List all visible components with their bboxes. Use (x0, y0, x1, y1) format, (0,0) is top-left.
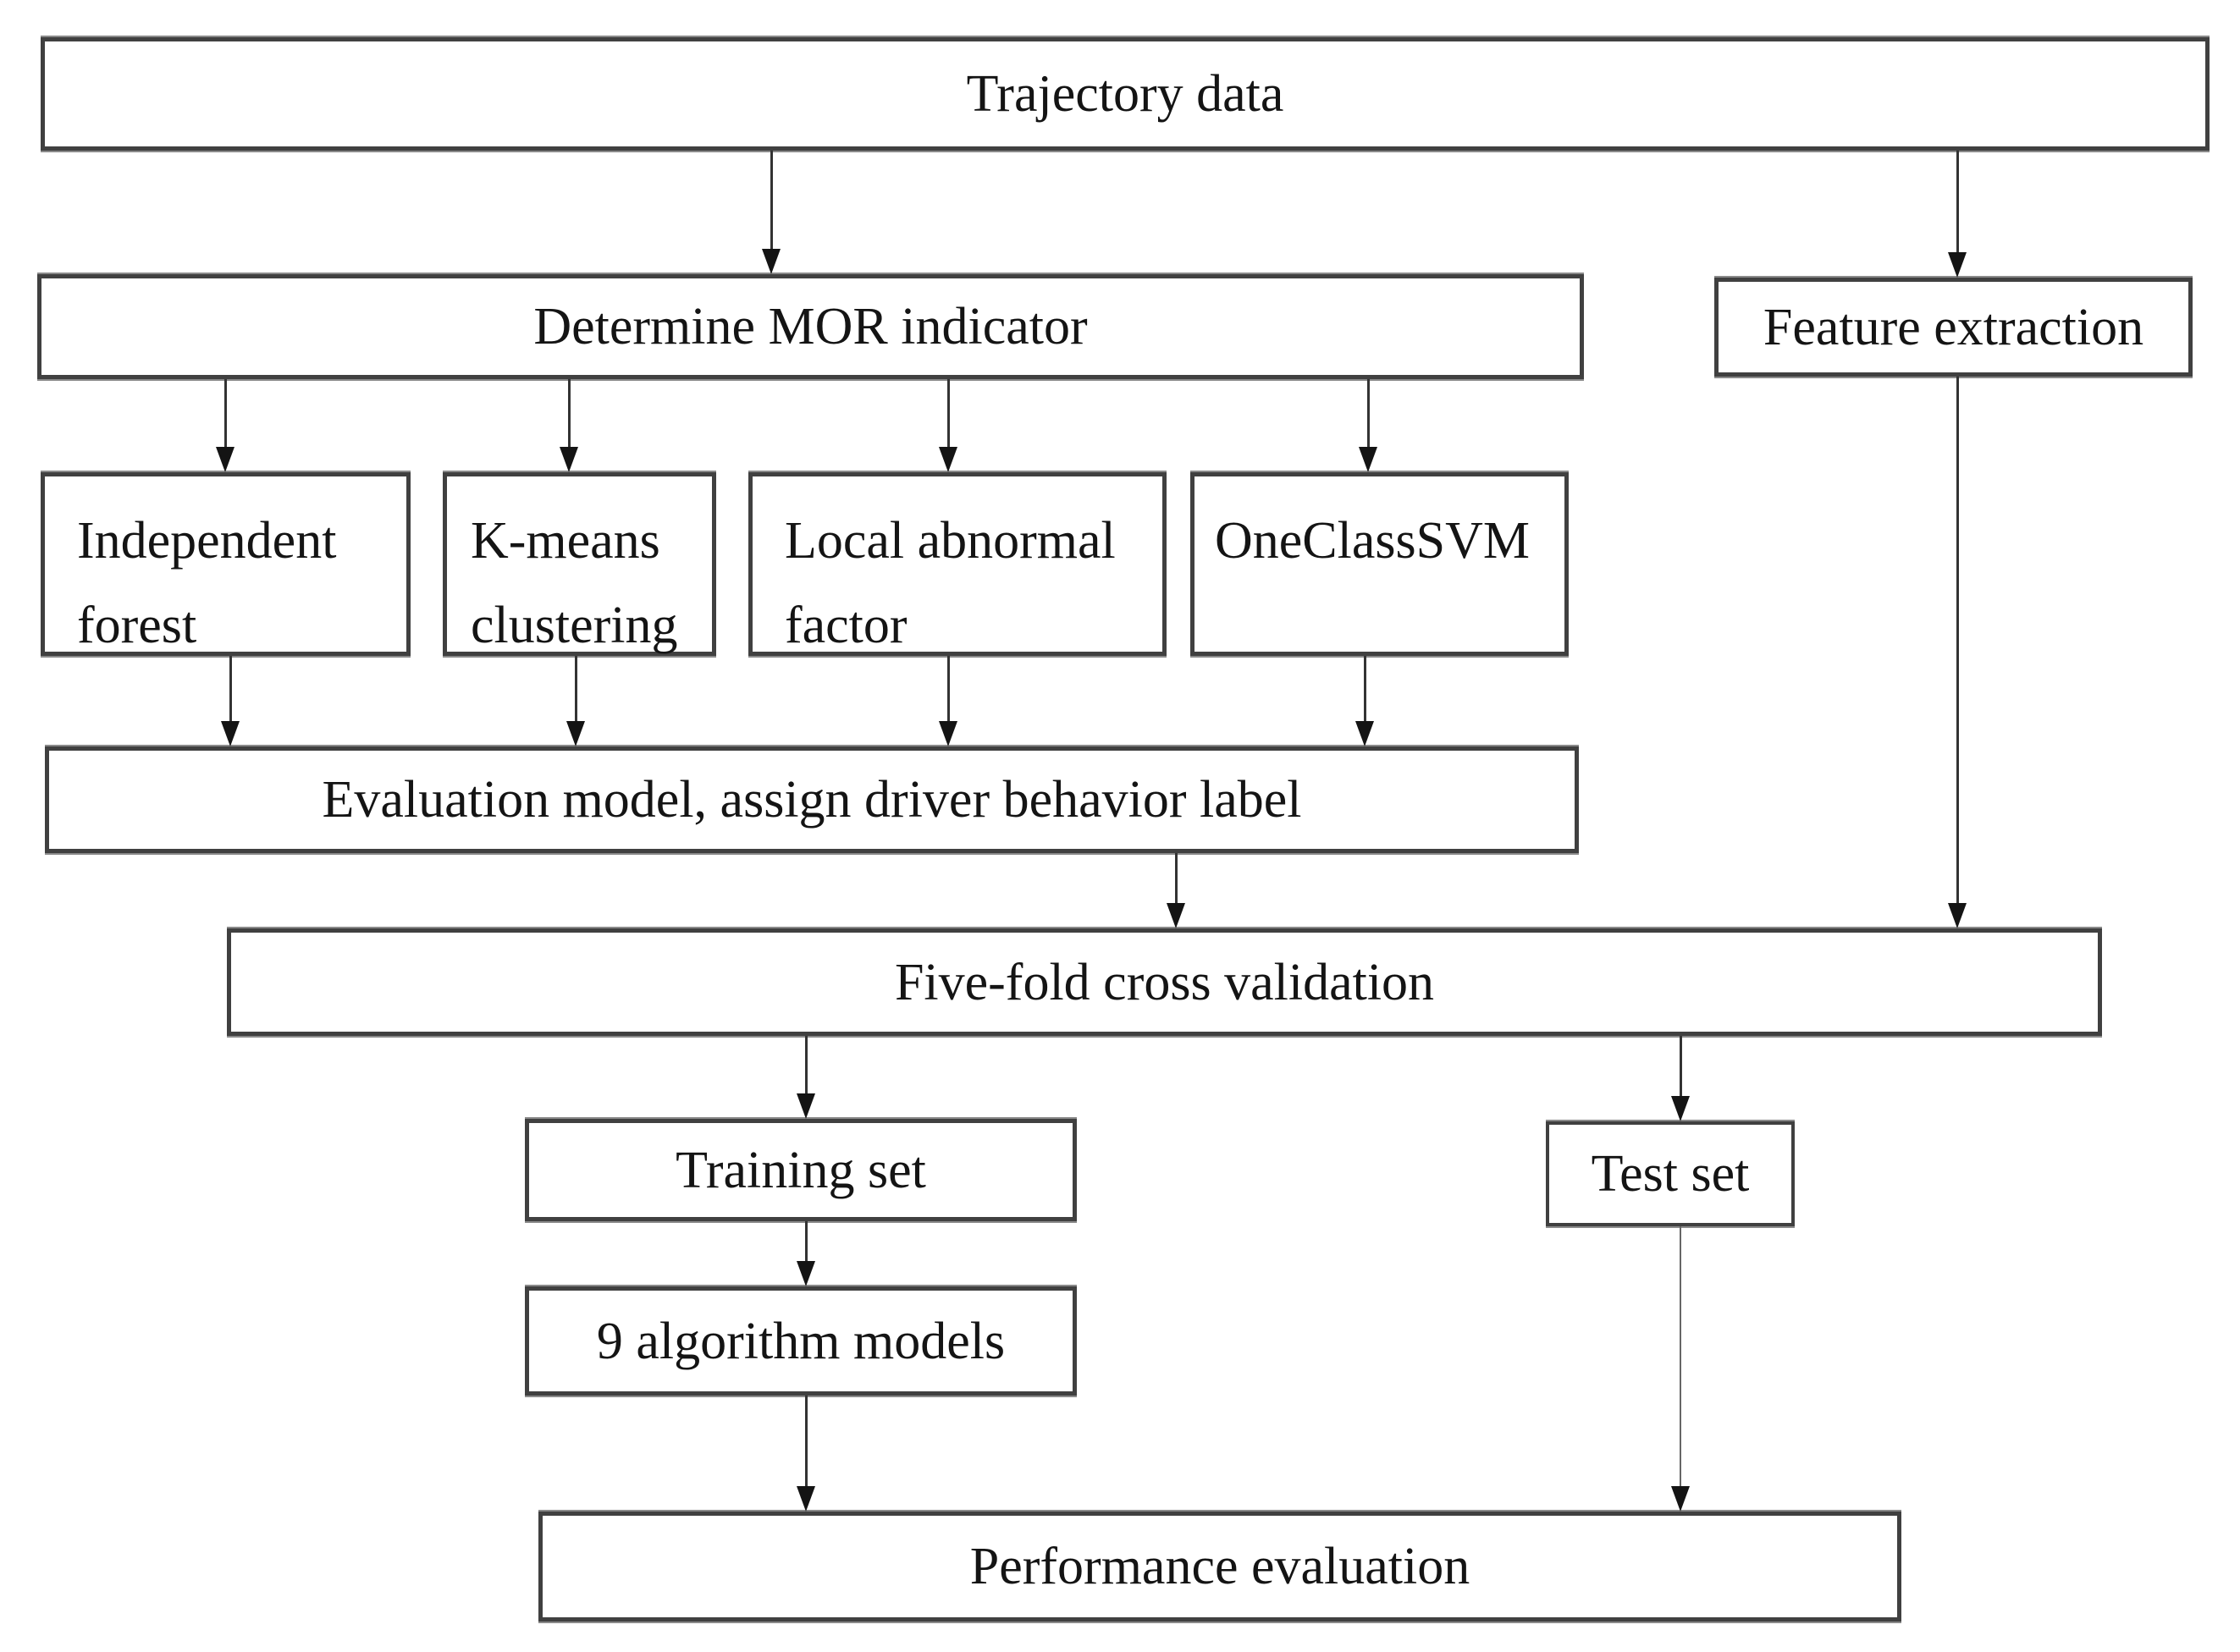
edge-line-five-fold-cross-validation-to-training-set (805, 1036, 808, 1099)
node-label-nine-algorithm-models: 9 algorithm models (596, 1312, 1006, 1370)
node-trajectory-data: Trajectory data (41, 37, 2210, 151)
node-label-oneclasssvm: OneClassSVM (1215, 512, 1531, 570)
arrowhead-icon-training-set-to-nine-algorithm-models (797, 1261, 815, 1286)
node-nine-algorithm-models: 9 algorithm models (525, 1286, 1077, 1396)
node-training-set: Training set (525, 1119, 1077, 1221)
node-label-five-fold-cross-validation: Five-fold cross validation (894, 953, 1435, 1011)
edge-line-nine-algorithm-models-to-performance-evaluation (805, 1396, 808, 1491)
node-label-training-set: Training set (676, 1141, 926, 1199)
node-local-abnormal-factor: Local abnormal factor (748, 472, 1167, 656)
arrowhead-icon-evaluation-model-to-five-fold-cross-validation (1167, 903, 1185, 928)
edge-line-training-set-to-nine-algorithm-models (805, 1221, 808, 1266)
arrowhead-icon-independent-forest-to-evaluation-model (221, 721, 240, 746)
edge-line-oneclasssvm-to-evaluation-model (1364, 656, 1366, 726)
arrowhead-icon-test-set-to-performance-evaluation (1671, 1486, 1690, 1512)
arrowhead-icon-k-means-clustering-to-evaluation-model (566, 721, 585, 746)
arrowhead-icon-determine-mor-indicator-to-k-means-clustering (560, 447, 578, 472)
arrowhead-icon-feature-extraction-to-five-fold-cross-validation (1948, 903, 1967, 928)
node-performance-evaluation: Performance evaluation (538, 1512, 1901, 1622)
node-independent-forest: Independent forest (41, 472, 411, 656)
edge-line-trajectory-data-to-determine-mor-indicator (770, 151, 773, 254)
edge-line-determine-mor-indicator-to-oneclasssvm (1367, 379, 1370, 452)
edge-line-determine-mor-indicator-to-k-means-clustering (568, 379, 571, 452)
edge-line-trajectory-data-to-feature-extraction (1956, 151, 1959, 257)
arrowhead-icon-local-abnormal-factor-to-evaluation-model (939, 721, 957, 746)
node-label-feature-extraction: Feature extraction (1763, 298, 2144, 356)
edge-line-determine-mor-indicator-to-independent-forest (224, 379, 227, 452)
node-k-means-clustering: K-means clustering (443, 472, 716, 656)
arrowhead-icon-determine-mor-indicator-to-oneclasssvm (1359, 447, 1377, 472)
arrowhead-icon-trajectory-data-to-determine-mor-indicator (762, 249, 781, 274)
edge-line-feature-extraction-to-five-fold-cross-validation (1956, 377, 1959, 908)
edge-line-evaluation-model-to-five-fold-cross-validation (1175, 853, 1178, 908)
edge-line-independent-forest-to-evaluation-model (229, 656, 232, 726)
node-label-trajectory-data: Trajectory data (966, 65, 1284, 123)
arrowhead-icon-determine-mor-indicator-to-independent-forest (216, 447, 234, 472)
arrowhead-icon-nine-algorithm-models-to-performance-evaluation (797, 1486, 815, 1512)
edge-line-test-set-to-performance-evaluation (1680, 1226, 1681, 1491)
arrowhead-icon-five-fold-cross-validation-to-test-set (1671, 1096, 1690, 1121)
node-label-independent-forest: Independent forest (77, 512, 337, 655)
node-label-test-set: Test set (1591, 1145, 1750, 1203)
arrowhead-icon-trajectory-data-to-feature-extraction (1948, 252, 1967, 278)
node-evaluation-model: Evaluation model, assign driver behavior… (45, 746, 1579, 853)
edge-line-five-fold-cross-validation-to-test-set (1680, 1036, 1682, 1101)
node-label-performance-evaluation: Performance evaluation (969, 1538, 1470, 1595)
arrowhead-icon-oneclasssvm-to-evaluation-model (1355, 721, 1374, 746)
node-label-k-means-clustering: K-means clustering (471, 512, 678, 655)
node-label-evaluation-model: Evaluation model, assign driver behavior… (322, 771, 1302, 829)
node-label-determine-mor-indicator: Determine MOR indicator (533, 298, 1088, 355)
edge-line-k-means-clustering-to-evaluation-model (575, 656, 577, 726)
node-five-fold-cross-validation: Five-fold cross validation (227, 928, 2102, 1036)
node-feature-extraction: Feature extraction (1714, 278, 2193, 377)
arrowhead-icon-five-fold-cross-validation-to-training-set (797, 1093, 815, 1119)
node-determine-mor-indicator: Determine MOR indicator (37, 274, 1584, 379)
edge-line-local-abnormal-factor-to-evaluation-model (947, 656, 950, 726)
node-test-set: Test set (1546, 1121, 1795, 1226)
arrowhead-icon-determine-mor-indicator-to-local-abnormal-factor (939, 447, 957, 472)
node-label-local-abnormal-factor: Local abnormal factor (785, 512, 1116, 655)
node-oneclasssvm: OneClassSVM (1190, 472, 1569, 656)
edge-line-determine-mor-indicator-to-local-abnormal-factor (947, 379, 950, 452)
